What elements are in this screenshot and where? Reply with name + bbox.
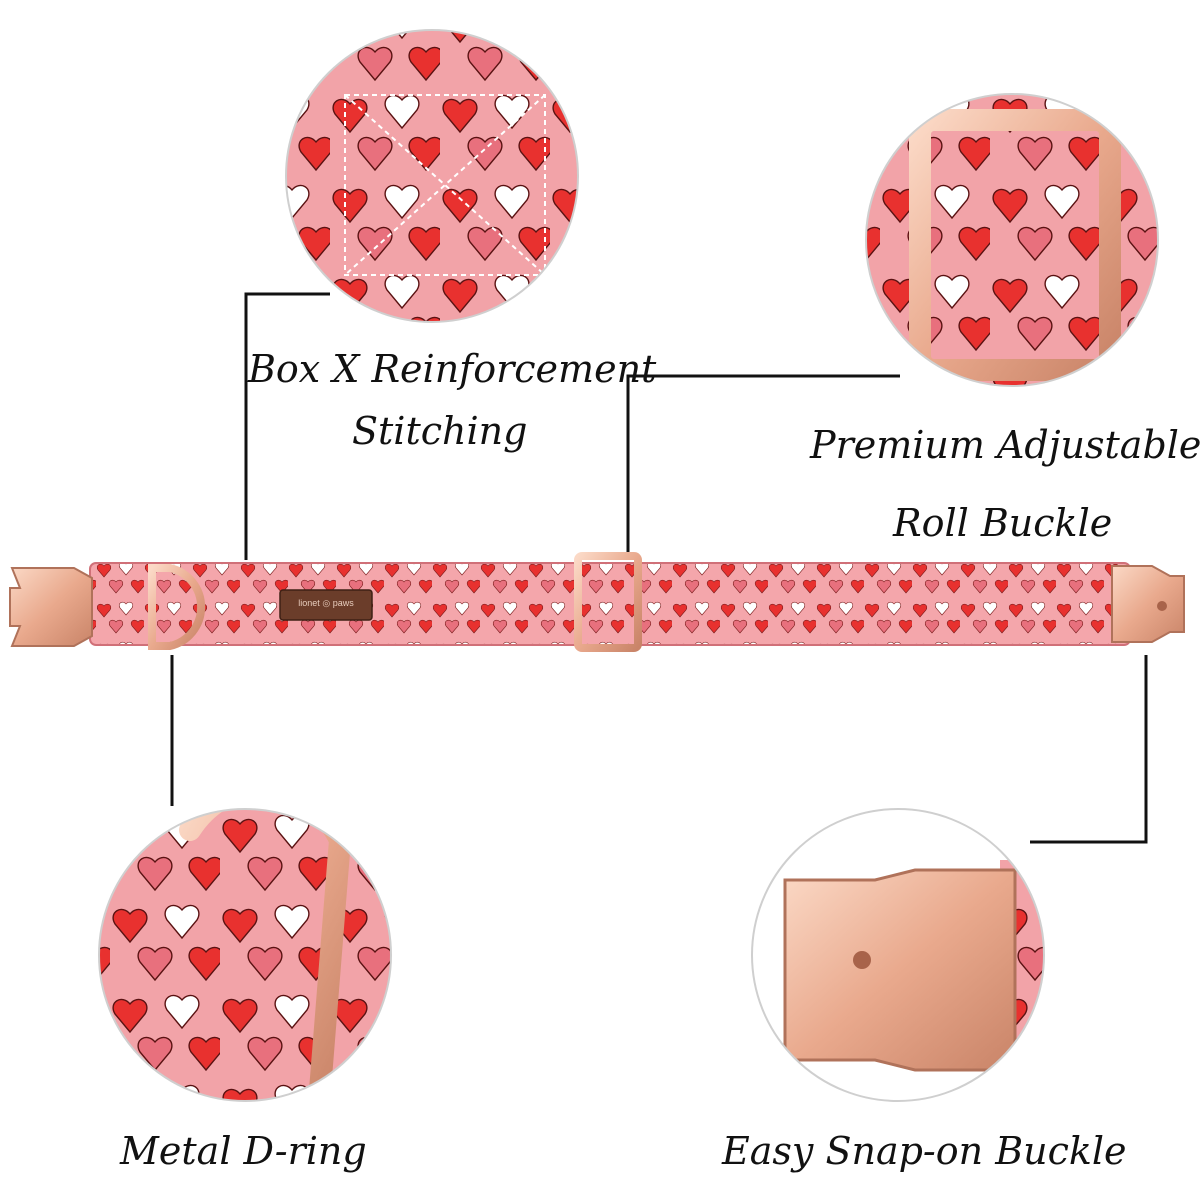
zoom-circle-roll-buckle xyxy=(865,93,1159,387)
zoom-circle-d-ring xyxy=(98,808,392,1102)
label-snap-buckle: Easy Snap-on Buckle xyxy=(722,1129,1127,1173)
d-ring-icon xyxy=(148,564,206,650)
zoom-circle-snap-buckle xyxy=(751,808,1045,1102)
brand-tag-text: lionet ◎ paws xyxy=(282,598,370,609)
brand-tag-left: lionet xyxy=(298,598,320,608)
label-roll-buckle-line2: Roll Buckle xyxy=(893,501,1113,545)
right-buckle-icon xyxy=(1111,565,1185,643)
callout-lines xyxy=(170,292,1148,844)
brand-tag-right: paws xyxy=(332,598,354,608)
left-buckle-icon xyxy=(9,567,93,647)
label-box-stitch-line2: Stitching xyxy=(352,409,528,453)
zoom-circle-stitching xyxy=(285,29,579,323)
brand-tag xyxy=(279,589,373,621)
label-d-ring: Metal D-ring xyxy=(120,1129,367,1173)
dog-collar xyxy=(9,552,1185,652)
brand-tag-logo-icon: ◎ xyxy=(322,598,331,608)
roll-buckle-icon xyxy=(574,552,642,652)
label-box-stitch-line1: Box X Reinforcement xyxy=(248,347,657,391)
label-roll-buckle-line1: Premium Adjustable xyxy=(810,423,1200,467)
